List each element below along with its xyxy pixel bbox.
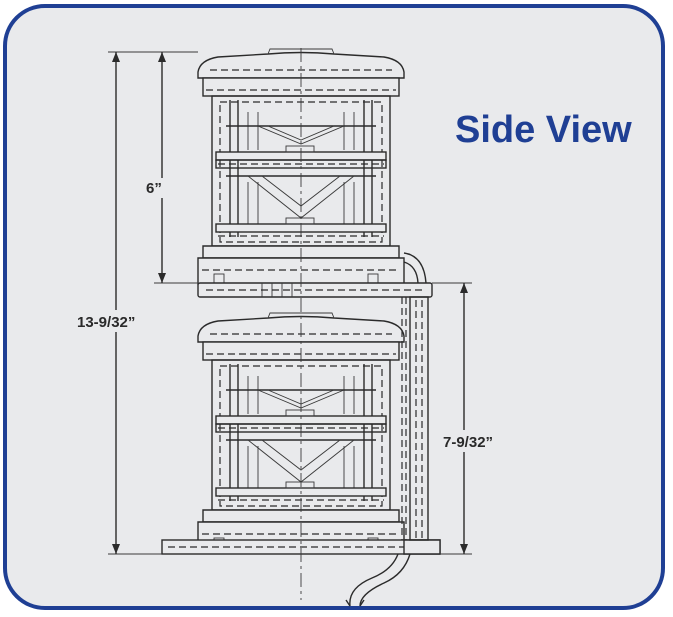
diagram-title: Side View bbox=[455, 109, 632, 151]
diagram-panel bbox=[3, 4, 665, 610]
bracket-height-label: 7-9/32” bbox=[443, 434, 493, 451]
overall-height-label: 13-9/32” bbox=[77, 314, 135, 331]
module-height-label: 6” bbox=[146, 180, 162, 197]
